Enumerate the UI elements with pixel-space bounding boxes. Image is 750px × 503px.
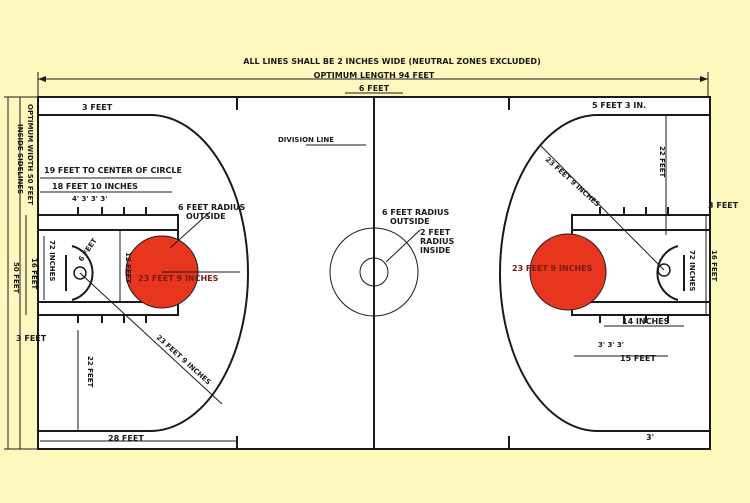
three-point-arc-right xyxy=(499,114,710,432)
three-feet-tl-label: 3 FEET xyxy=(82,103,113,112)
outside-left: OUTSIDE xyxy=(186,212,226,221)
six-ft-left-leader xyxy=(169,211,211,249)
inside-radius-leader xyxy=(385,229,421,263)
rim-right xyxy=(657,263,671,277)
diag-right-line xyxy=(539,144,665,271)
free-throw-circle-right xyxy=(530,234,606,310)
side-width-label: OPTIMUM WIDTH 50 FEET xyxy=(26,104,34,205)
header-note: ALL LINES SHALL BE 2 INCHES WIDE (NEUTRA… xyxy=(243,57,540,66)
sixteen-left-label: 16 FEET xyxy=(30,258,38,290)
twentytwo-right-label: 22 FEET xyxy=(658,146,666,178)
fourteen-inches-label: 14 INCHES xyxy=(622,317,670,326)
twentytwo-left-label: 22 FEET xyxy=(86,356,94,388)
header-length: OPTIMUM LENGTH 94 FEET xyxy=(314,71,435,80)
outside-center: OUTSIDE xyxy=(390,217,430,226)
three-prime-label: 3' xyxy=(646,433,654,442)
nineteen-feet-label: 19 FEET TO CENTER OF CIRCLE xyxy=(44,166,182,175)
six-radius-left: 6 FEET RADIUS xyxy=(178,203,245,212)
three-point-arc-left xyxy=(38,114,249,432)
twentythree-left-label: 23 FEET 9 INCHES xyxy=(138,274,219,283)
free-throw-circle-right-outline xyxy=(529,233,607,311)
arrow-left-icon xyxy=(38,76,46,82)
six-feet-top-label: 6 FEET xyxy=(359,84,390,93)
restricted-arc-left xyxy=(71,245,94,301)
fifteen-feet-label: 15 FEET xyxy=(620,354,656,363)
twentythree-right-label: 23 FEET 9 INCHES xyxy=(512,264,593,273)
side-inside-label: INSIDE SIDELINES xyxy=(16,124,24,194)
restricted-arc-right xyxy=(656,245,679,301)
side-50-label: 50 FEET xyxy=(12,262,20,294)
diag-left-line xyxy=(79,272,223,405)
hash-marks xyxy=(77,207,669,323)
center-circle-inner xyxy=(359,257,389,287)
hash-right-label: 3' 3' 3' xyxy=(598,341,624,349)
three-feet-left-label: 3 FEET xyxy=(16,334,47,343)
arrow-right-icon xyxy=(700,76,708,82)
six-radius-center: 6 FEET RADIUS xyxy=(382,208,449,217)
division-line-label: DIVISION LINE xyxy=(278,136,334,144)
hash-marks-label: 4' 3' 3' 3' xyxy=(72,195,107,203)
seventytwo-left-label: 72 INCHES xyxy=(48,240,56,281)
seventytwo-right-label: 72 INCHES xyxy=(688,250,696,291)
rim-left xyxy=(73,266,87,280)
twelve-left-label: 12 FEET xyxy=(124,252,132,284)
five-feet-label: 5 FEET 3 IN. xyxy=(592,101,646,110)
three-feet-right-label: 3 FEET xyxy=(708,201,739,210)
center-circle-outer xyxy=(329,227,419,317)
sixteen-right-label: 16 FEET xyxy=(710,250,718,282)
radius-label: RADIUS xyxy=(420,237,454,246)
twenty-eight-label: 28 FEET xyxy=(108,434,144,443)
eighteen-feet-label: 18 FEET 10 INCHES xyxy=(52,182,138,191)
two-feet-label: 2 FEET xyxy=(420,228,451,237)
inside-label: INSIDE xyxy=(420,246,451,255)
